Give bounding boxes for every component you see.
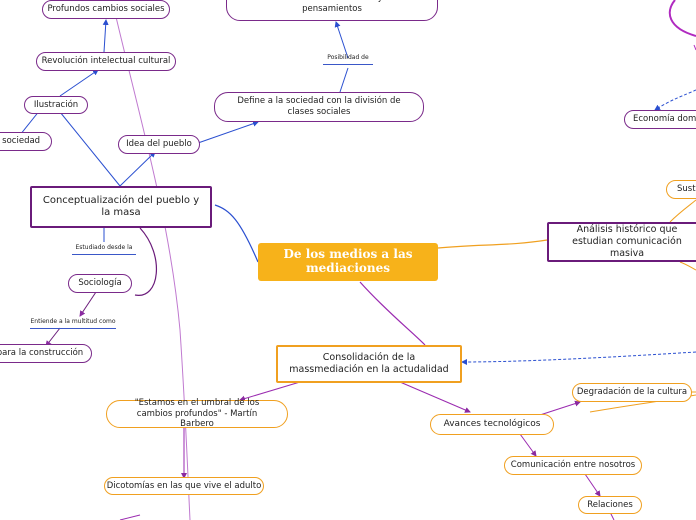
label-posibilidad-de: Posibilidad de (327, 54, 369, 61)
connector-analisis-right (679, 261, 696, 271)
node-consolidacion-massmediacion[interactable]: Consolidación de la massmediación en la … (276, 345, 462, 383)
node-analisis-historico[interactable]: Análisis histórico que estudian comunica… (547, 222, 696, 262)
node-ilustracion[interactable]: Ilustración (24, 96, 88, 114)
node-estamos-umbral[interactable]: "Estamos en el umbral de los cambios pro… (106, 398, 288, 429)
connector-posibilidad-cambios (334, 21, 349, 59)
node-relaciones[interactable]: Relaciones (578, 496, 642, 514)
connector-sociologia-entiende (79, 291, 97, 317)
node-economia-domes[interactable]: Economía domes (624, 110, 696, 129)
node-construccion[interactable]: e para la construcción (0, 344, 92, 363)
connector-long-purple (111, 0, 191, 520)
label-estudiado-underline (72, 254, 136, 255)
node-degradacion-cultura[interactable]: Degradación de la cultura (572, 383, 692, 402)
node-avances-tecnologicos[interactable]: Avances tecnológicos (430, 414, 554, 435)
connector-consolidacion-estamos (239, 381, 301, 402)
connector-ilustracion-sociedad (19, 109, 41, 136)
connector-revolucion-profundos (102, 19, 109, 53)
connector-top-right-magenta (668, 0, 696, 37)
connector-loop-sociologia (134, 227, 158, 296)
label-entiende-multitud: Entiende a la multitud como (30, 318, 116, 325)
connector-consolidacion-avances (399, 381, 471, 413)
connector-central-analisis (437, 239, 548, 249)
connector-define-posibilidad (339, 67, 349, 93)
connector-avances-comunicacion (519, 433, 537, 457)
node-conceptualizacion[interactable]: Conceptualización del pueblo y la masa (30, 186, 212, 228)
connector-central-conceptualizacion (214, 204, 259, 263)
connector-dashed-consolidacion (461, 351, 696, 365)
node-comunicacion-entre-nosotros[interactable]: Comunicación entre nosotros (504, 456, 642, 475)
connector-idea-define (197, 120, 259, 144)
label-entiende-underline (30, 328, 116, 329)
label-estudiado-desde: Estudiado desde la (75, 244, 133, 251)
node-la-sociedad[interactable]: la sociedad (0, 132, 52, 151)
connector-conceptualizacion-ilustracion (59, 111, 121, 187)
node-dicotomias-adulto[interactable]: Dicotomías en las que vive el adulto (104, 477, 264, 495)
connector-avances-degradacion (539, 400, 581, 416)
node-cambios-individuos[interactable]: Cambios en los individuos y sus pensamie… (226, 0, 438, 21)
node-define-sociedad-clases[interactable]: Define a la sociedad con la división de … (214, 92, 424, 122)
connector-analisis-sust (669, 199, 696, 223)
connector-comunicacion-relaciones (584, 473, 601, 497)
connector-dashed-economia (654, 89, 696, 111)
node-idea-del-pueblo[interactable]: Idea del pueblo (118, 135, 200, 154)
connector-conceptualizacion-idea (119, 151, 156, 187)
node-sociologia[interactable]: Sociología (68, 274, 132, 293)
node-revolucion-intelectual-cultural[interactable]: Revolución intelectual cultural (36, 52, 176, 71)
central-topic[interactable]: De los medios a las mediaciones (258, 243, 438, 281)
node-profundos-cambios-sociales[interactable]: Profundos cambios sociales (42, 0, 170, 19)
connector-central-consolidacion (359, 281, 426, 346)
connector-entiende-construccion (45, 327, 61, 347)
node-sust[interactable]: Sust (666, 180, 696, 199)
label-posibilidad-underline (323, 64, 373, 65)
connector-bottom-left (119, 514, 141, 520)
connector-ilustracion-revolucion (59, 69, 99, 97)
